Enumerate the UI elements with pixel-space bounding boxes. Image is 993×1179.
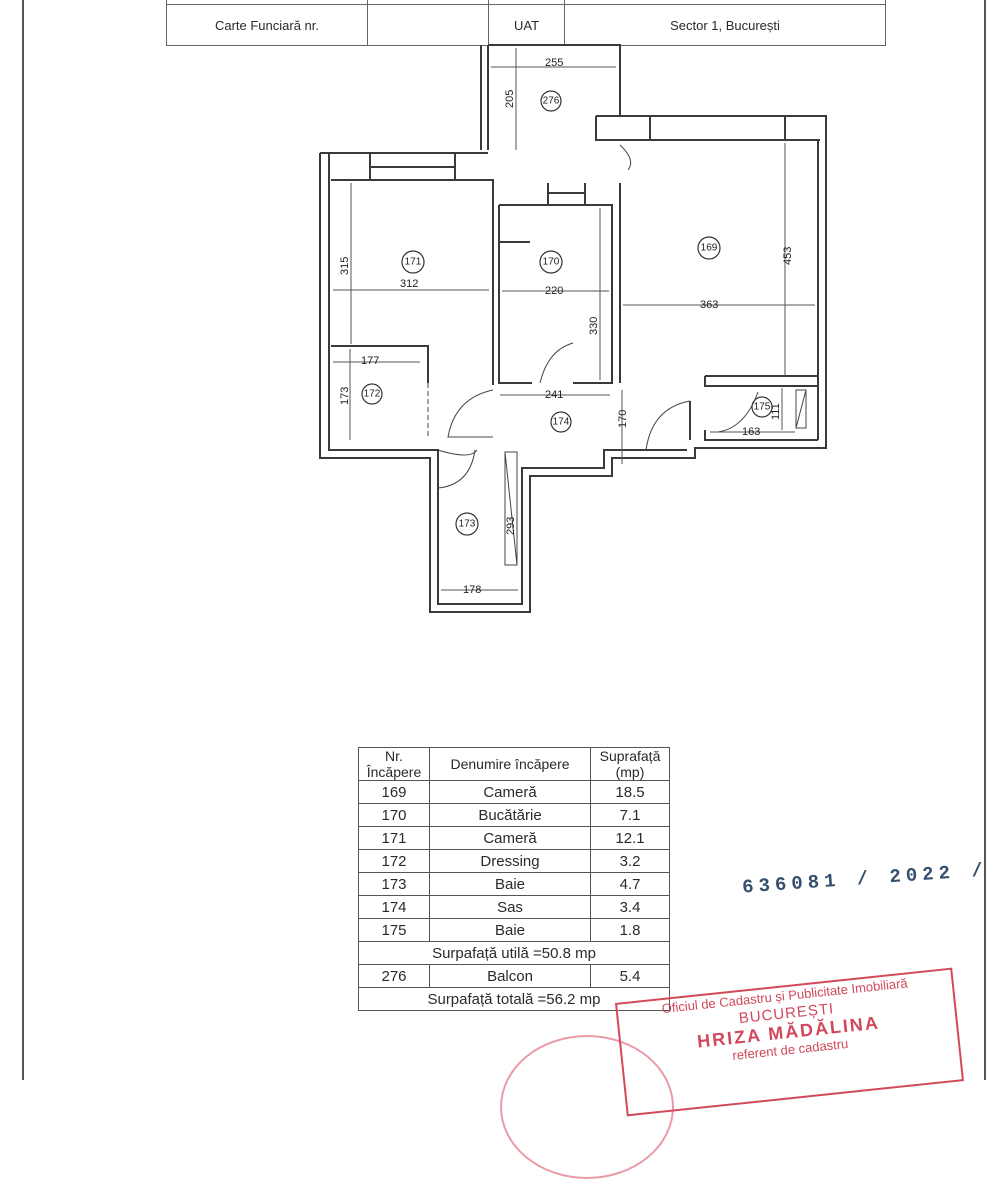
room-175: 163 111 175 bbox=[704, 375, 818, 441]
dim-172-depth: 173 bbox=[339, 387, 351, 405]
dim-169-depth: 453 bbox=[782, 247, 794, 265]
col-header-name: Denumire încăpere bbox=[429, 747, 591, 781]
uat-label: UAT bbox=[488, 4, 565, 46]
room-171: 312 315 171 bbox=[331, 179, 494, 385]
dim-172-width: 177 bbox=[361, 355, 379, 367]
dim-173-width: 178 bbox=[463, 584, 481, 596]
room-id-170: 170 bbox=[543, 257, 560, 268]
room-170: 220 330 170 bbox=[498, 183, 613, 384]
uat-value: Sector 1, București bbox=[564, 4, 886, 46]
room-276: 255 205 276 bbox=[480, 44, 632, 171]
floor-plan: 255 205 276 312 315 171 220 330 170 bbox=[319, 44, 827, 613]
dim-276-depth: 205 bbox=[504, 90, 516, 108]
col-header-nr: Nr. Încăpere bbox=[358, 747, 430, 781]
room-172: 177 173 172 bbox=[333, 349, 429, 440]
dim-174-depth: 170 bbox=[617, 410, 629, 428]
page-border-left bbox=[22, 0, 24, 1080]
room-169: 363 453 169 bbox=[619, 143, 815, 383]
total-area-row: Surpafață totală =56.2 mp bbox=[358, 987, 670, 1011]
room-id-171: 171 bbox=[405, 257, 422, 268]
room-id-173: 173 bbox=[459, 519, 476, 530]
room-id-169: 169 bbox=[701, 243, 718, 254]
dim-175-depth: 111 bbox=[770, 403, 782, 420]
dim-169-width: 363 bbox=[700, 299, 718, 311]
dim-276-width: 255 bbox=[545, 57, 563, 69]
dim-170-width: 220 bbox=[545, 285, 563, 297]
cadastral-label: Carte Funciară nr. bbox=[166, 4, 368, 46]
room-174: 241 170 174 bbox=[447, 389, 691, 464]
dim-175-width: 163 bbox=[742, 426, 760, 438]
header-table: Carte Funciară nr. UAT Sector 1, Bucureș… bbox=[166, 0, 886, 46]
dim-170-depth: 330 bbox=[588, 317, 600, 335]
dim-171-width: 312 bbox=[400, 278, 418, 290]
dim-173-depth: 293 bbox=[505, 517, 517, 535]
room-173: 178 293 173 bbox=[437, 449, 518, 596]
room-id-175: 175 bbox=[754, 402, 771, 413]
dim-171-depth: 315 bbox=[339, 257, 351, 275]
room-id-174: 174 bbox=[553, 417, 570, 428]
page-border-right bbox=[984, 0, 986, 1080]
room-id-172: 172 bbox=[364, 389, 381, 400]
room-area-table: Nr. Încăpere Denumire încăpere Suprafață… bbox=[358, 747, 670, 1011]
dim-174-width: 241 bbox=[545, 389, 563, 401]
col-header-area: Suprafață (mp) bbox=[590, 747, 670, 781]
room-id-276: 276 bbox=[543, 96, 560, 107]
useful-area-row: Surpafață utilă =50.8 mp bbox=[358, 941, 670, 965]
registration-number: 636081 / 2022 / bbox=[741, 859, 989, 899]
